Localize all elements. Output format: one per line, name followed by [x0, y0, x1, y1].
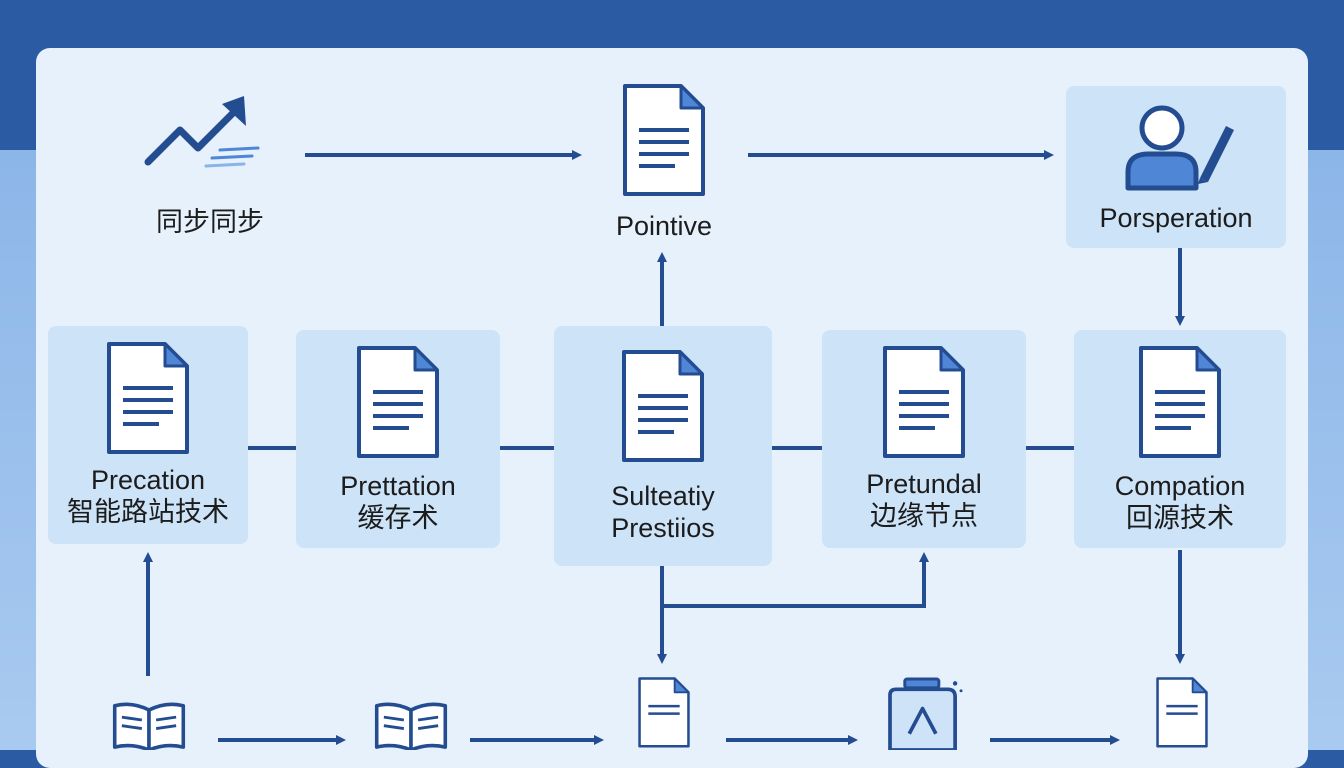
node-pretundal: Pretundal 边缘节点 — [822, 330, 1026, 548]
open-book-icon — [112, 702, 186, 750]
document-icon — [623, 84, 705, 196]
document-icon — [1156, 677, 1208, 748]
node-precation-label: Precation — [90, 465, 206, 495]
node-pretundal-sublabel: 边缘节点 — [870, 501, 978, 531]
node-book-1 — [94, 700, 204, 750]
document-icon — [1139, 346, 1221, 458]
node-precation: Precation 智能路站技术 — [48, 326, 248, 544]
node-prettation-label: Prettation — [340, 471, 456, 501]
diagram-edges — [143, 150, 1185, 745]
node-pointive: Pointive — [580, 82, 748, 252]
node-porsperation-label: Porsperation — [1099, 203, 1253, 233]
node-sulteatiy-label: Sulteatiy — [611, 481, 715, 511]
trend-arrow-icon — [144, 96, 260, 168]
node-sync-label: 同步同步 — [156, 207, 264, 237]
node-book-2 — [356, 700, 466, 750]
document-icon — [107, 342, 189, 454]
node-doc-bottom — [616, 676, 712, 750]
container-icon — [888, 677, 963, 750]
document-icon — [622, 350, 704, 462]
user-edit-icon — [1125, 105, 1234, 191]
node-pointive-label: Pointive — [615, 211, 713, 241]
node-compation-label: Compation — [1114, 471, 1246, 501]
document-icon — [357, 346, 439, 458]
node-porsperation: Porsperation — [1066, 86, 1286, 248]
node-prettation-sublabel: 缓存术 — [357, 503, 439, 533]
node-sulteatiy-sublabel: Prestiios — [611, 513, 715, 543]
node-prettation: Prettation 缓存术 — [296, 330, 500, 548]
node-jar — [872, 676, 982, 750]
node-sync: 同步同步 — [120, 92, 300, 242]
open-book-icon — [374, 702, 448, 750]
document-icon — [638, 677, 690, 748]
edge-sulteatiy-to-pretundal-loop — [662, 552, 929, 608]
node-precation-sublabel: 智能路站技术 — [67, 497, 229, 527]
node-compation: Compation 回源技术 — [1074, 330, 1286, 548]
node-compation-sublabel: 回源技术 — [1126, 503, 1234, 533]
node-pretundal-label: Pretundal — [866, 469, 982, 499]
node-sulteatiy: Sulteatiy Prestiios — [554, 326, 772, 566]
document-icon — [883, 346, 965, 458]
node-doc-bottom-right — [1134, 676, 1230, 750]
